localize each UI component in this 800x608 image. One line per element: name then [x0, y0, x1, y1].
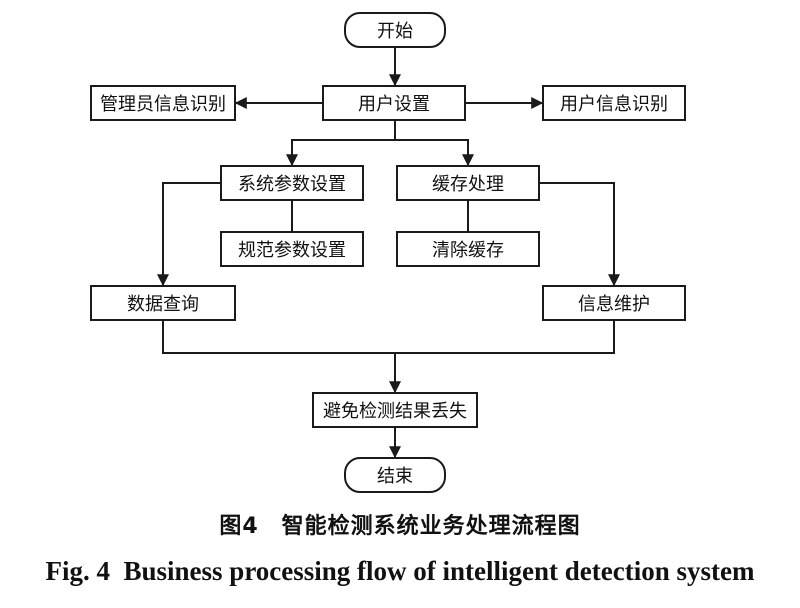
node-end: 结束 [344, 457, 446, 493]
node-start: 开始 [344, 12, 446, 48]
node-info-maintenance: 信息维护 [542, 285, 686, 321]
node-cache-processing: 缓存处理 [396, 165, 540, 201]
node-data-query: 数据查询 [90, 285, 236, 321]
node-standard-params: 规范参数设置 [220, 231, 364, 267]
node-admin-identify: 管理员信息识别 [90, 85, 236, 121]
edge-system-to-data-query [157, 182, 220, 287]
figure-caption-english: Fig. 4 Business processing flow of intel… [0, 556, 800, 587]
node-system-params: 系统参数设置 [220, 165, 364, 201]
figure-label-en: Fig. 4 [45, 556, 111, 586]
caption-gap [110, 556, 124, 586]
edge-user-settings-to-cache [395, 139, 474, 167]
caption-gap [259, 514, 282, 539]
node-clear-cache: 清除缓存 [396, 231, 540, 267]
edge-info-maintenance-to-merge [395, 321, 615, 354]
figure-caption-chinese: 图4 智能检测系统业务处理流程图 [0, 508, 800, 540]
figure-label-cn: 图4 [219, 514, 259, 539]
node-user-settings: 用户设置 [322, 85, 466, 121]
edge-user-settings-to-system [286, 139, 395, 167]
edge-cache-to-info-maintenance [540, 182, 620, 287]
edge-data-query-to-merge [162, 321, 395, 354]
node-avoid-result-loss: 避免检测结果丢失 [312, 392, 478, 428]
figure-title-en: Business processing flow of intelligent … [123, 556, 755, 586]
figure-title-cn: 智能检测系统业务处理流程图 [281, 514, 581, 539]
node-user-identify: 用户信息识别 [542, 85, 686, 121]
